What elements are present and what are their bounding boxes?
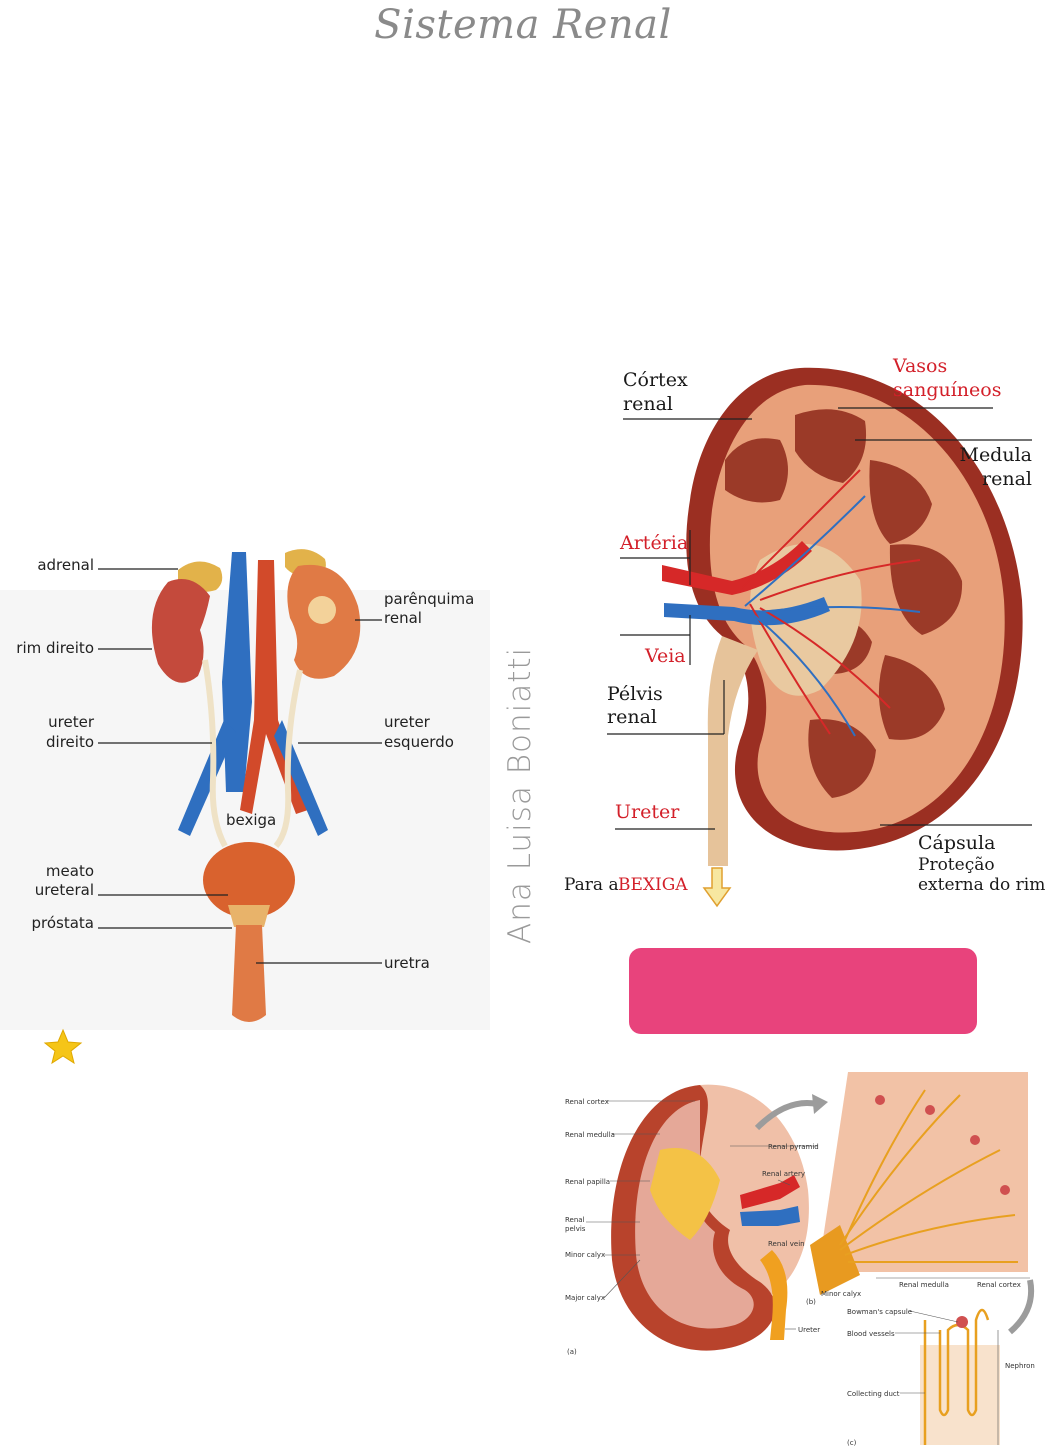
label-capsula: Cápsula (918, 832, 995, 854)
label-vasos-1: Vasos (892, 355, 947, 377)
label-bexiga-arrow: BEXIGA (618, 875, 688, 895)
arrow-head-b (812, 1094, 828, 1114)
label-para-a: Para a (564, 875, 619, 895)
label-major-calyx: Major calyx (565, 1294, 605, 1302)
label-renal-vein: Renal vein (768, 1240, 805, 1248)
label-nephron: Nephron (1005, 1362, 1035, 1370)
label-uretra: uretra (384, 954, 430, 972)
prostate (228, 905, 270, 927)
label-minor-calyx: Minor calyx (565, 1251, 605, 1259)
label-renal-cortex: Renal cortex (565, 1098, 609, 1106)
left-kidney-pelvis (308, 596, 336, 624)
label-renal-cortex-b: Renal cortex (977, 1281, 1021, 1289)
label-renal-pelvis-2: pelvis (565, 1225, 586, 1233)
label-ureter-esquerdo-2: esquerdo (384, 733, 454, 751)
label-fig-b: (b) (806, 1298, 816, 1306)
label-medula-1: Medula (959, 444, 1032, 466)
nephron-panel-c (920, 1345, 1000, 1445)
star-icon (45, 1030, 81, 1063)
urinary-system-illustration: adrenal rim direito ureter direito meato… (0, 530, 500, 1070)
label-ureter-esquerdo-1: ureter (384, 713, 431, 731)
label-veia: Veia (644, 645, 686, 667)
label-prostata: próstata (32, 914, 95, 932)
label-cortex-1: Córtex (623, 369, 688, 391)
label-ureter: Ureter (615, 801, 680, 823)
label-renal-artery: Renal artery (762, 1170, 805, 1178)
label-bexiga: bexiga (226, 811, 276, 829)
label-renal-pelvis-1: Renal (565, 1216, 585, 1224)
label-medula-2: renal (982, 468, 1032, 490)
label-rim-direito: rim direito (16, 639, 94, 657)
label-parenquima-2: renal (384, 609, 422, 627)
label-renal-pyramid: Renal pyramid (768, 1143, 819, 1151)
label-renal-medulla-b: Renal medulla (899, 1281, 949, 1289)
label-vasos-2: sanguíneos (893, 379, 1001, 401)
label-ureter-direito-1: ureter (48, 713, 95, 731)
nephron-figure: Renal cortex Renal medulla Renal papilla… (555, 1062, 1046, 1452)
label-renal-medulla: Renal medulla (565, 1131, 615, 1139)
label-bowmans: Bowman's capsule (847, 1308, 912, 1316)
urethra-penis (232, 925, 266, 1022)
kidney-section-illustration: Córtex renal Vasos sanguíneos Medula ren… (545, 350, 1046, 915)
label-renal-papilla: Renal papilla (565, 1178, 610, 1186)
label-pelvis-1: Pélvis (607, 683, 663, 705)
label-protecao: Proteção (918, 855, 995, 875)
label-parenquima-1: parênquima (384, 590, 474, 608)
label-fig-a: (a) (567, 1348, 577, 1356)
page-title: Sistema Renal (0, 2, 1046, 48)
label-arteria: Artéria (619, 532, 688, 554)
label-fig-c: (c) (847, 1439, 857, 1447)
label-blood-vessels: Blood vessels (847, 1330, 895, 1338)
pink-highlight-box (629, 948, 977, 1034)
label-externa: externa do rim (918, 875, 1045, 895)
label-ureter-a: Ureter (798, 1326, 820, 1334)
label-meato-1: meato (46, 862, 94, 880)
label-ureter-direito-2: direito (46, 733, 94, 751)
label-adrenal: adrenal (37, 556, 94, 574)
down-arrow-icon (704, 868, 730, 906)
author-vertical-text: Ana Luisa Boniatti (502, 644, 542, 946)
label-minor-calyx-b: Minor calyx (821, 1290, 861, 1298)
label-pelvis-2: renal (607, 706, 657, 728)
label-collecting-duct: Collecting duct (847, 1390, 900, 1398)
label-cortex-2: renal (623, 393, 673, 415)
label-meato-2: ureteral (35, 881, 94, 899)
